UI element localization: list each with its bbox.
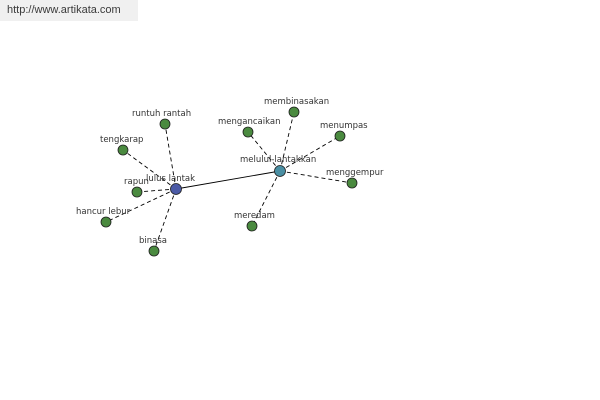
edge-lulus-lantak-binasa — [153, 188, 177, 252]
node-rapun[interactable] — [131, 186, 143, 198]
edge-melulu-lantakkan-meredam — [251, 170, 281, 227]
edge-lulus-lantak-hancur-lebur — [105, 188, 177, 223]
labels-layer: lulus lantak melulul-lantakkan runtuh rant… — [76, 97, 384, 246]
source-bar: http://www.artikata.com — [0, 0, 138, 21]
node-membinasakan[interactable] — [288, 106, 300, 118]
node-lulus-lantak[interactable] — [170, 183, 182, 195]
node-label-melulu-lantakkan: melulul-lantakkan — [240, 155, 316, 165]
node-hancur-lebur[interactable] — [100, 216, 112, 228]
node-label-membinasakan: membinasakan — [264, 97, 329, 107]
node-runtuh-rantah[interactable] — [159, 118, 171, 130]
node-label-lulus-lantak: lulus lantak — [146, 174, 195, 184]
edge-melulu-lantakkan-menggempur — [279, 170, 353, 184]
edge-melulu-lantakkan-membinasakan — [279, 111, 295, 172]
node-menggempur[interactable] — [346, 177, 358, 189]
node-label-runtuh-rantah: runtuh rantah — [132, 109, 191, 119]
edge-melulu-lantakkan-mengancaikan — [247, 131, 281, 172]
node-label-menggempur: menggempur — [326, 168, 384, 178]
node-label-meredam: meredam — [234, 211, 275, 221]
node-melulu-lantakkan[interactable] — [274, 165, 286, 177]
node-mengancaikan[interactable] — [242, 126, 254, 138]
nodes-layer — [100, 106, 358, 257]
node-binasa[interactable] — [148, 245, 160, 257]
node-label-hancur-lebur: hancur lebur — [76, 207, 131, 217]
node-menumpas[interactable] — [334, 130, 346, 142]
node-label-binasa: binasa — [139, 236, 167, 246]
edge-lulus-lantak-melulu-lantakkan — [175, 170, 281, 190]
edge-lulus-lantak-tengkarap — [122, 149, 177, 190]
source-url: http://www.artikata.com — [7, 4, 121, 16]
node-label-tengkarap: tengkarap — [100, 135, 143, 145]
node-label-mengancaikan: mengancaikan — [218, 117, 281, 127]
node-label-menumpas: menumpas — [320, 121, 368, 131]
node-tengkarap[interactable] — [117, 144, 129, 156]
edge-melulu-lantakkan-menumpas — [279, 135, 341, 172]
edge-lulus-lantak-runtuh-rantah — [164, 123, 177, 190]
node-label-rapun: rapun — [124, 177, 149, 187]
node-meredam[interactable] — [246, 220, 258, 232]
edges-layer — [105, 111, 353, 252]
